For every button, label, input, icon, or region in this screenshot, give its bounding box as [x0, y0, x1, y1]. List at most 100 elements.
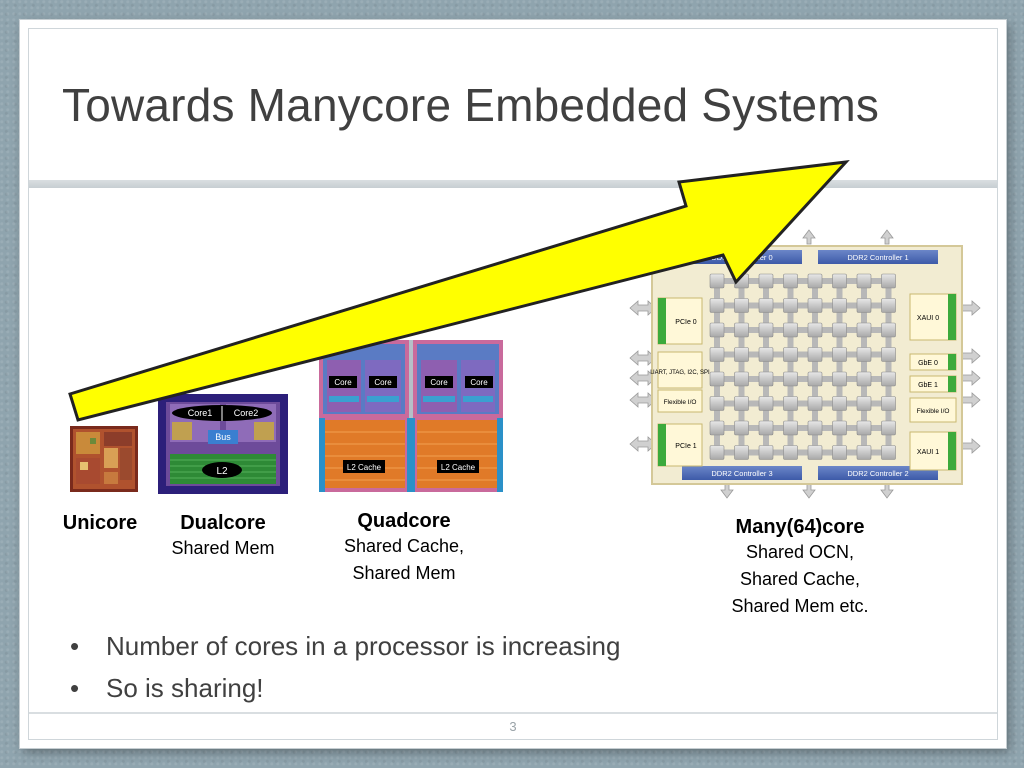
bullet-item: • So is sharing! [70, 668, 620, 710]
mesh-link [738, 311, 745, 324]
bullet-icon: • [70, 673, 80, 703]
core-tile [807, 445, 823, 460]
mesh-link [861, 287, 867, 300]
mesh-link [821, 376, 834, 382]
mesh-link [747, 376, 760, 382]
mesh-link [787, 409, 794, 422]
processor-detail: Shared Mem [352, 563, 456, 583]
core-tile [709, 273, 725, 289]
mesh-link [861, 360, 867, 373]
mesh-link [723, 376, 736, 382]
mesh-link [772, 400, 785, 407]
mesh-link [821, 351, 834, 358]
core-tile [758, 298, 774, 313]
mesh-link [738, 360, 745, 373]
mesh-link [772, 302, 785, 309]
core-tile [881, 371, 896, 387]
mesh-link [885, 434, 892, 447]
mesh-link [836, 385, 843, 398]
core-tile [758, 396, 774, 411]
mesh-link [738, 385, 745, 398]
growth-arrow [68, 160, 850, 422]
mesh-link [812, 409, 818, 422]
quadcore-l2-cache-label: L2 Cache [441, 463, 476, 472]
mesh-link [772, 351, 785, 358]
mesh-link [738, 409, 745, 422]
mesh-link [812, 311, 818, 324]
arrow-shape [68, 160, 850, 422]
processor-detail: Shared Mem [171, 538, 275, 558]
mesh-link [747, 449, 760, 456]
quadcore-core-label: Core [374, 378, 392, 387]
mesh-link [787, 336, 794, 349]
core-tile [856, 298, 872, 313]
dualcore-bus-label: Bus [215, 432, 231, 442]
core-tile [832, 445, 847, 460]
mesh-link [861, 385, 867, 398]
core-tile [832, 273, 847, 289]
core-tile [881, 420, 896, 436]
core-tile [709, 298, 725, 313]
mesh-link [861, 434, 867, 447]
mesh-link [796, 351, 809, 358]
mesh-link [714, 287, 720, 300]
core-tile [709, 347, 725, 362]
mesh-link [870, 327, 883, 333]
mesh-link [812, 360, 818, 373]
mesh-link [885, 336, 892, 349]
mesh-link [812, 385, 818, 398]
title-divider [29, 180, 997, 188]
core-tile [709, 445, 725, 460]
mesh-link [723, 278, 736, 284]
mesh-link [861, 336, 867, 349]
core-tile [734, 298, 749, 313]
quadcore-core-label: Core [334, 378, 352, 387]
mesh-link [870, 351, 883, 358]
mesh-link [747, 327, 760, 333]
mesh-link [747, 302, 760, 309]
mesh-link [836, 287, 843, 300]
core-tile [881, 273, 896, 289]
mesh-link [885, 360, 892, 373]
mesh-link [845, 351, 858, 358]
mesh-link [870, 449, 883, 456]
core-tile [734, 371, 749, 387]
core-tile [856, 322, 872, 338]
mesh-link [861, 409, 867, 422]
core-tile [832, 371, 847, 387]
core-tile [807, 420, 823, 436]
tile-mesh [709, 273, 896, 460]
core-tile [783, 322, 798, 338]
core-tile [709, 322, 725, 338]
mesh-link [812, 336, 818, 349]
mesh-link [870, 302, 883, 309]
core-tile [856, 420, 872, 436]
core-tile [807, 322, 823, 338]
uart-jtag-label: UART, JTAG, I2C, SPI [650, 370, 710, 376]
mesh-link [738, 434, 745, 447]
mesh-link [796, 400, 809, 407]
mesh-link [821, 302, 834, 309]
mesh-link [738, 336, 745, 349]
mesh-link [885, 385, 892, 398]
mesh-link [885, 311, 892, 324]
core-tile [832, 396, 847, 411]
processor-detail: Shared OCN, [745, 542, 855, 562]
processor-name: Quadcore [357, 510, 451, 532]
mesh-link [772, 449, 785, 456]
mesh-link [836, 434, 843, 447]
mesh-link [714, 360, 720, 373]
mesh-link [845, 302, 858, 309]
mesh-link [796, 376, 809, 382]
ddr2-controller-1-label: DDR2 Controller 1 [847, 253, 908, 262]
unicore-caption: Unicore [48, 512, 152, 535]
core-tile [783, 298, 798, 313]
mesh-link [763, 336, 769, 349]
mesh-link [845, 278, 858, 284]
pcie1-label: PCIe 1 [675, 443, 697, 450]
mesh-link [772, 425, 785, 431]
processor-detail: Shared Mem etc. [731, 596, 869, 616]
processor-name: Many(64)core [735, 516, 865, 538]
core-tile [881, 445, 896, 460]
core-tile [709, 420, 725, 436]
